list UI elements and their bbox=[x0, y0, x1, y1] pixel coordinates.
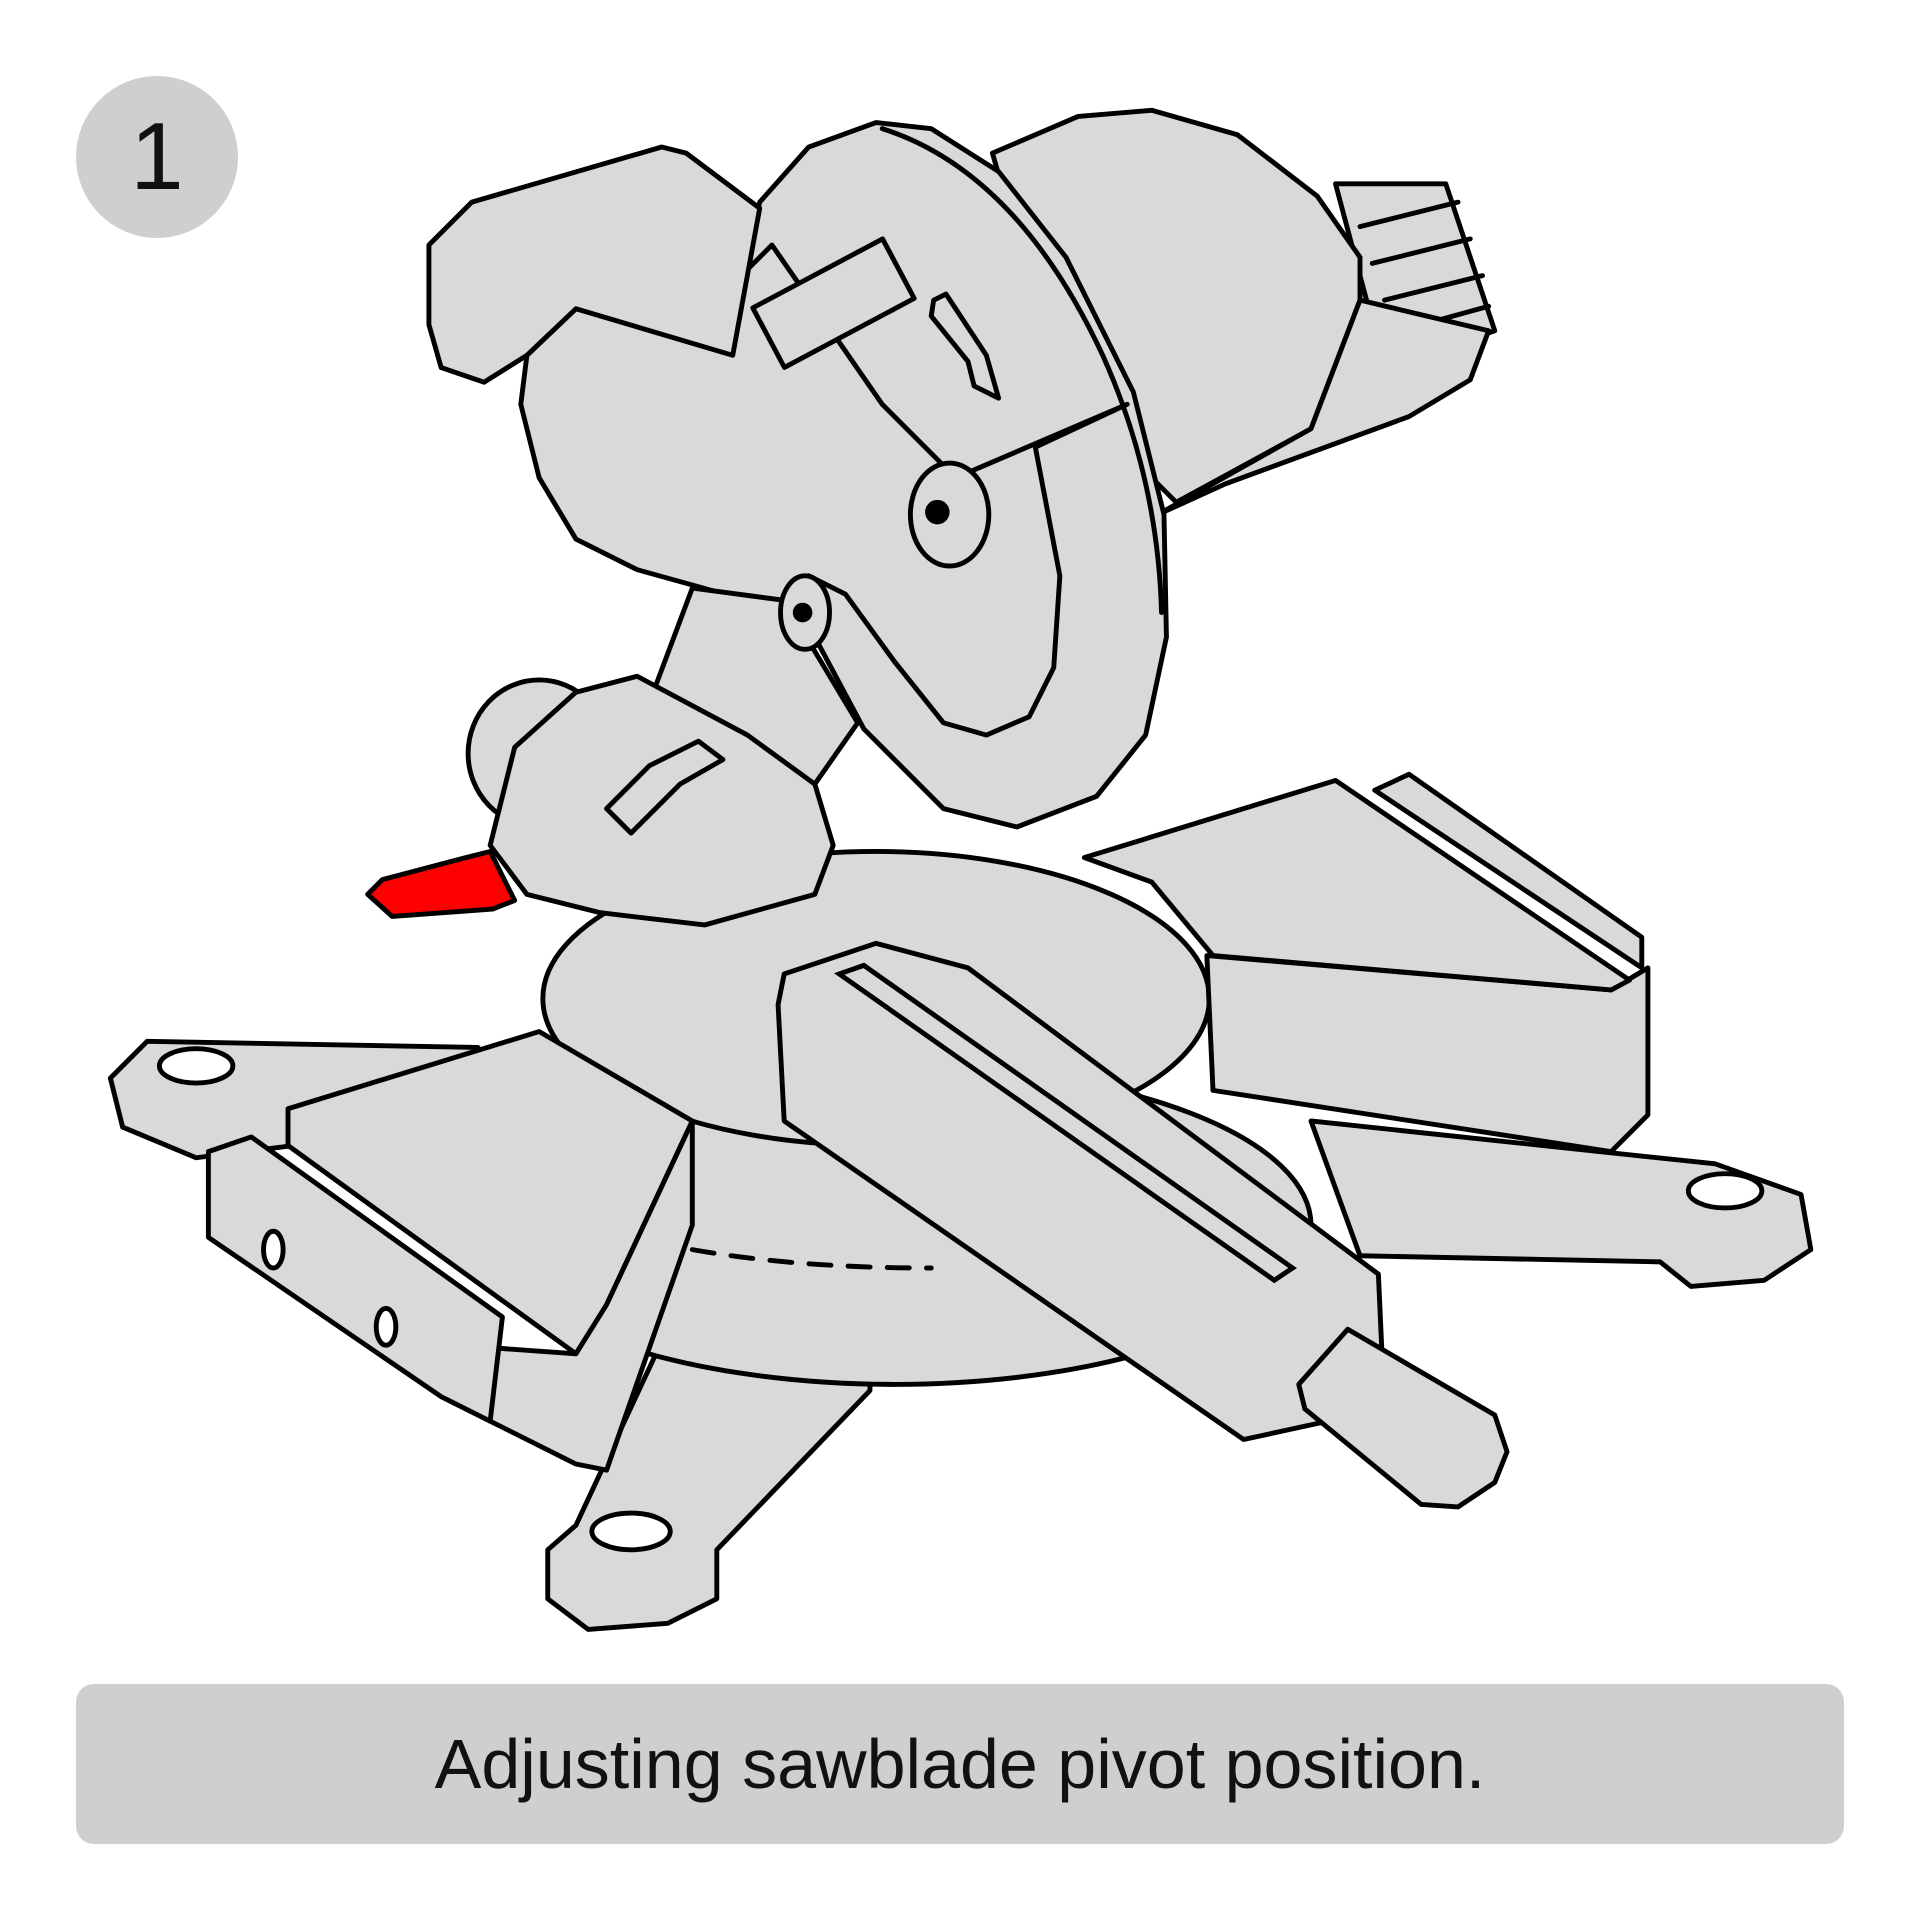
pivot-lock-lever[interactable] bbox=[365, 849, 518, 919]
turntable-scale bbox=[689, 1247, 934, 1271]
left-foot-hole bbox=[156, 1046, 236, 1086]
arbor-nut bbox=[925, 499, 950, 525]
front-foot-hole bbox=[589, 1510, 673, 1553]
pivot-clamp bbox=[604, 738, 726, 836]
step-number-badge: 1 bbox=[76, 76, 238, 238]
guard-label bbox=[750, 236, 917, 370]
fence-hole bbox=[261, 1228, 286, 1271]
miter-handle[interactable] bbox=[1296, 1326, 1510, 1510]
arbor-bolt bbox=[907, 460, 992, 569]
rotation-arrow-icon bbox=[928, 291, 1002, 401]
rear-handle[interactable] bbox=[426, 144, 763, 385]
blade-guard-rim bbox=[879, 126, 1164, 616]
left-fence bbox=[205, 1134, 505, 1424]
motor-body bbox=[1155, 297, 1492, 518]
caption-bar: Adjusting sawblade pivot position. bbox=[76, 1684, 1844, 1844]
right-table bbox=[1081, 777, 1632, 993]
step-number: 1 bbox=[130, 103, 184, 210]
motor-fin-lines bbox=[1357, 199, 1492, 336]
fence-hole bbox=[373, 1305, 399, 1348]
arm-slot bbox=[834, 962, 1297, 1284]
pivot-bolt-center bbox=[792, 602, 813, 623]
caption-text: Adjusting sawblade pivot position. bbox=[434, 1725, 1486, 1803]
upper-guard bbox=[518, 242, 1130, 738]
right-foot-hole bbox=[1685, 1171, 1765, 1211]
right-fence bbox=[1372, 771, 1645, 971]
